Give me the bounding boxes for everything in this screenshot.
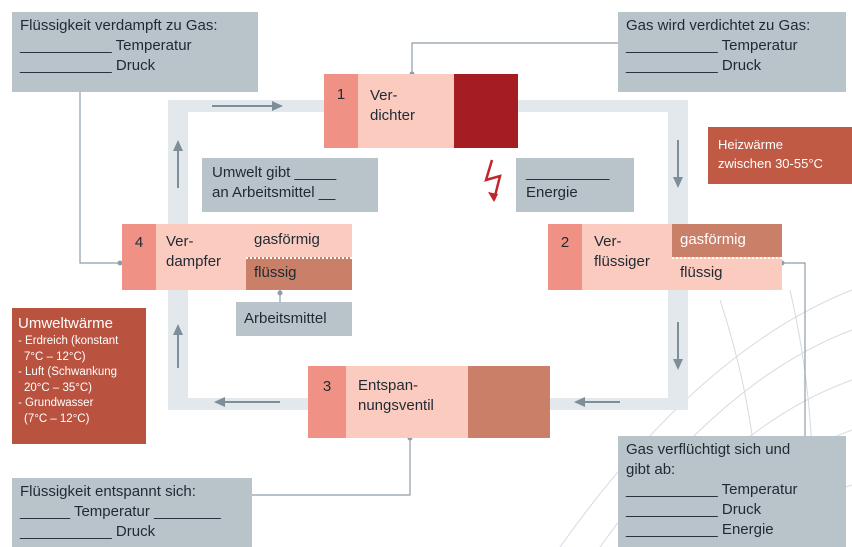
callout-title: Flüssigkeit verdampft zu Gas:	[20, 17, 218, 34]
callout-line: ___________ Temperatur	[20, 37, 192, 54]
phase-block: gasförmig flüssig	[672, 224, 782, 290]
component-number: 4	[122, 224, 156, 290]
umweltwaerme-item: - Grundwasser	[18, 397, 94, 409]
component-number: 3	[308, 366, 346, 438]
label-line: Ver-	[594, 233, 622, 250]
valve-block	[468, 366, 550, 438]
component-label: Ver- dampfer	[156, 224, 246, 290]
label-line: flüssiger	[594, 253, 650, 270]
callout-line: ______ Temperatur ________	[20, 503, 221, 520]
heizwaerme-range: zwischen 30-55°C	[718, 156, 823, 171]
heizwaerme-box: Heizwärme zwischen 30-55°C	[708, 127, 852, 184]
entspannungsventil-component: 3 Entspan- nungsventil	[308, 366, 550, 438]
phase-block: gasförmig flüssig	[246, 224, 352, 290]
lightning-bolt-icon	[484, 159, 502, 202]
phase-gas: gasförmig	[672, 224, 782, 257]
callout-title: Gas verflüchtigt sich und	[626, 441, 791, 458]
arbeitsmittel-box: Arbeitsmittel	[236, 302, 352, 336]
arbeitsmittel-label: Arbeitsmittel	[244, 310, 327, 327]
phase-liquid: flüssig	[672, 257, 782, 290]
label-line: dampfer	[166, 253, 222, 270]
umweltwaerme-item: - Erdreich (konstant	[18, 335, 119, 347]
callout-line: ___________ Temperatur	[626, 37, 798, 54]
energie-box: __________ Energie	[516, 158, 634, 212]
phase-gas: gasförmig	[246, 224, 352, 257]
umweltwaerme-item: 7°C – 12°C)	[24, 350, 86, 363]
phase-liquid: flüssig	[246, 257, 352, 290]
component-label: Ver- flüssiger	[582, 224, 672, 290]
label-line: dichter	[370, 107, 416, 124]
verdampfer-component: 4 Ver- dampfer gasförmig flüssig	[122, 224, 352, 290]
umwelt-box: Umwelt gibt _____ an Arbeitsmittel __	[202, 158, 378, 212]
umweltwaerme-item: 20°C – 35°C)	[24, 381, 93, 394]
umweltwaerme-title: Umweltwärme	[18, 315, 114, 332]
callout-line: ___________ Temperatur	[626, 481, 798, 498]
component-number: 2	[548, 224, 582, 290]
umweltwaerme-box: Umweltwärme - Erdreich (konstant 7°C – 1…	[12, 308, 146, 444]
energie-blank: __________	[526, 164, 610, 181]
component-number: 1	[324, 74, 358, 148]
callout-line: ___________ Druck	[20, 57, 156, 74]
callout-line: ___________ Druck	[20, 523, 156, 540]
label-line: Entspan-	[358, 377, 419, 394]
callout-title-cont: gibt ab:	[626, 461, 676, 478]
label-line: Ver-	[166, 233, 194, 250]
callout-verfluessigen: Gas verflüchtigt sich und gibt ab: _____…	[618, 436, 846, 547]
callout-line: ___________ Druck	[626, 501, 762, 518]
label-line: nungsventil	[358, 397, 434, 414]
verdichter-component: 1 Ver- dichter	[324, 74, 518, 148]
component-label: Entspan- nungsventil	[346, 366, 468, 438]
umweltwaerme-item: (7°C – 12°C)	[24, 412, 90, 425]
verfluessiger-component: 2 Ver- flüssiger gasförmig flüssig	[548, 224, 782, 290]
energie-label: Energie	[526, 184, 578, 201]
callout-line: ___________ Druck	[626, 57, 762, 74]
callout-verdichten: Gas wird verdichtet zu Gas: ___________ …	[618, 12, 846, 92]
callout-entspannen: Flüssigkeit entspannt sich: ______ Tempe…	[12, 478, 252, 547]
callout-title: Gas wird verdichtet zu Gas:	[626, 17, 811, 34]
callout-title: Flüssigkeit entspannt sich:	[20, 483, 196, 500]
heizwaerme-title: Heizwärme	[718, 137, 784, 152]
label-line: Ver-	[370, 87, 398, 104]
compressor-block	[454, 74, 518, 148]
callout-verdampfen: Flüssigkeit verdampft zu Gas: __________…	[12, 12, 258, 92]
umwelt-line-1: Umwelt gibt _____	[212, 164, 337, 181]
callout-line: ___________ Energie	[626, 521, 774, 538]
component-label: Ver- dichter	[358, 74, 454, 148]
umwelt-line-2: an Arbeitsmittel __	[212, 184, 336, 201]
umweltwaerme-item: - Luft (Schwankung	[18, 366, 118, 378]
